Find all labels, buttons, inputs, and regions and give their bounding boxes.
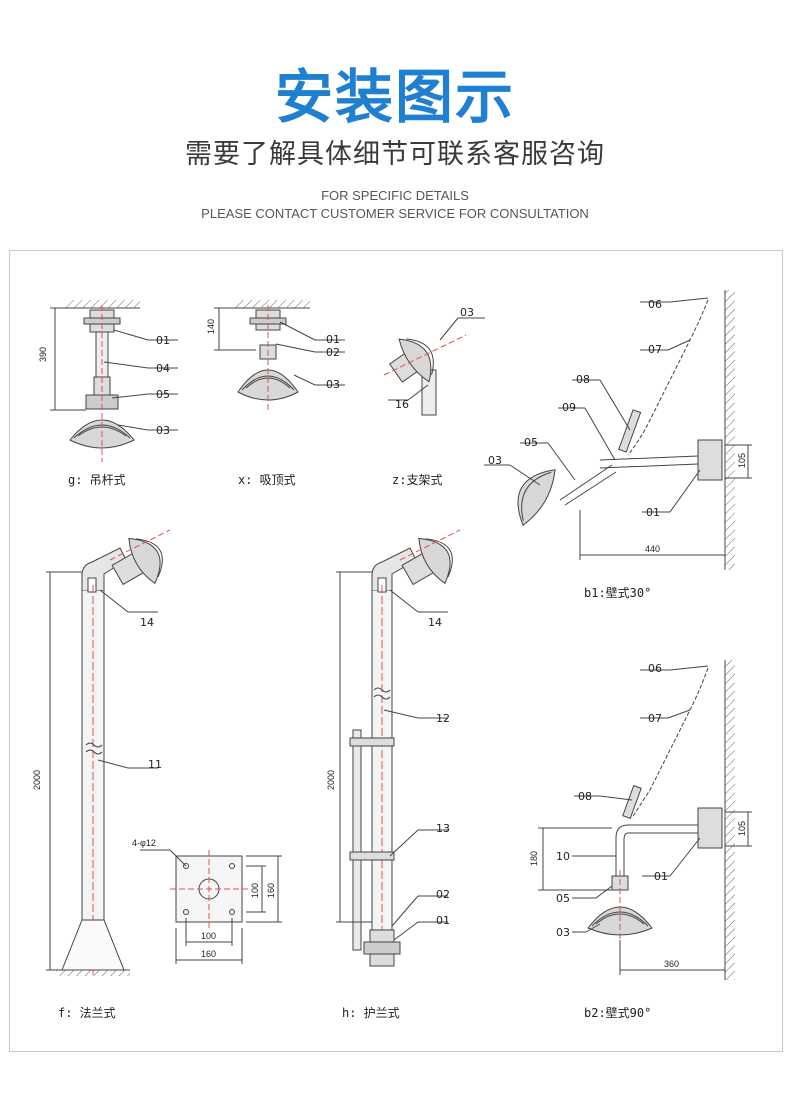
page-subtitle: 需要了解具体细节可联系客服咨询 — [185, 139, 605, 170]
z-part-16: 16 — [395, 398, 409, 411]
f-part-14: 14 — [140, 616, 154, 629]
h-part-13: 13 — [436, 822, 450, 835]
b2-part-01: 01 — [654, 870, 668, 883]
h-part-14: 14 — [428, 616, 442, 629]
h-part-12: 12 — [436, 712, 450, 725]
caption-b1: b1:壁式30° — [584, 585, 651, 600]
caption-h: h: 护兰式 — [342, 1006, 400, 1020]
g-part-01: 01 — [156, 334, 170, 347]
b2-width-dimension: 360 — [664, 959, 679, 969]
b1-part-08: 08 — [576, 373, 590, 386]
caption-b2: b2:壁式90° — [584, 1005, 651, 1020]
b1-height-dimension: 105 — [737, 453, 747, 468]
x-part-02: 02 — [326, 346, 340, 359]
flange-160-vertical: 160 — [266, 883, 276, 898]
figure-b2-wall-90 — [538, 660, 752, 980]
x-height-dimension: 140 — [206, 319, 216, 334]
b1-part-05: 05 — [524, 436, 538, 449]
b2-part-05: 05 — [556, 892, 570, 905]
h-pole-height-dimension: 2000 — [326, 770, 336, 790]
g-height-dimension: 390 — [38, 347, 48, 362]
caption-f: f: 法兰式 — [58, 1006, 116, 1020]
g-part-05: 05 — [156, 388, 170, 401]
figure-g-pendant — [50, 300, 178, 462]
figure-z-bracket — [383, 317, 485, 416]
figure-h-clamp-pole — [336, 529, 461, 967]
english-line-2: PLEASE CONTACT CUSTOMER SERVICE FOR CONS… — [201, 206, 589, 221]
b2-height-105-dimension: 105 — [737, 821, 747, 836]
figure-f-flange-pole — [46, 529, 171, 976]
h-part-02: 02 — [436, 888, 450, 901]
flange-100-horizontal: 100 — [201, 931, 216, 941]
b2-part-06: 06 — [648, 662, 662, 675]
english-line-1: FOR SPECIFIC DETAILS — [321, 188, 469, 203]
g-part-03: 03 — [156, 424, 170, 437]
caption-g: g: 吊杆式 — [68, 473, 126, 487]
caption-z: z:支架式 — [392, 473, 442, 487]
b1-part-09: 09 — [562, 401, 576, 414]
g-part-04: 04 — [156, 362, 170, 375]
b1-part-03: 03 — [488, 454, 502, 467]
h-part-01: 01 — [436, 914, 450, 927]
caption-x: x: 吸顶式 — [238, 473, 296, 487]
flange-160-horizontal: 160 — [201, 949, 216, 959]
b1-part-07: 07 — [648, 343, 662, 356]
flange-plate-detail — [140, 849, 282, 964]
b2-part-03: 03 — [556, 926, 570, 939]
page-title: 安装图示 — [274, 63, 515, 131]
figure-x-ceiling — [214, 300, 345, 410]
b1-part-06: 06 — [648, 298, 662, 311]
diagram-frame — [9, 250, 783, 1052]
figure-b1-wall-30 — [484, 290, 752, 570]
flange-100-vertical: 100 — [250, 883, 260, 898]
b1-part-01: 01 — [646, 506, 660, 519]
b1-width-dimension: 440 — [645, 544, 660, 554]
x-part-01: 01 — [326, 333, 340, 346]
b2-height-180-dimension: 180 — [529, 851, 539, 866]
b2-part-08: 08 — [578, 790, 592, 803]
z-part-03: 03 — [460, 306, 474, 319]
x-part-03: 03 — [326, 378, 340, 391]
f-part-11: 11 — [148, 758, 162, 771]
f-pole-height-dimension: 2000 — [32, 770, 42, 790]
b2-part-10: 10 — [556, 850, 570, 863]
flange-holes-dimension: 4-φ12 — [132, 838, 156, 848]
b2-part-07: 07 — [648, 712, 662, 725]
